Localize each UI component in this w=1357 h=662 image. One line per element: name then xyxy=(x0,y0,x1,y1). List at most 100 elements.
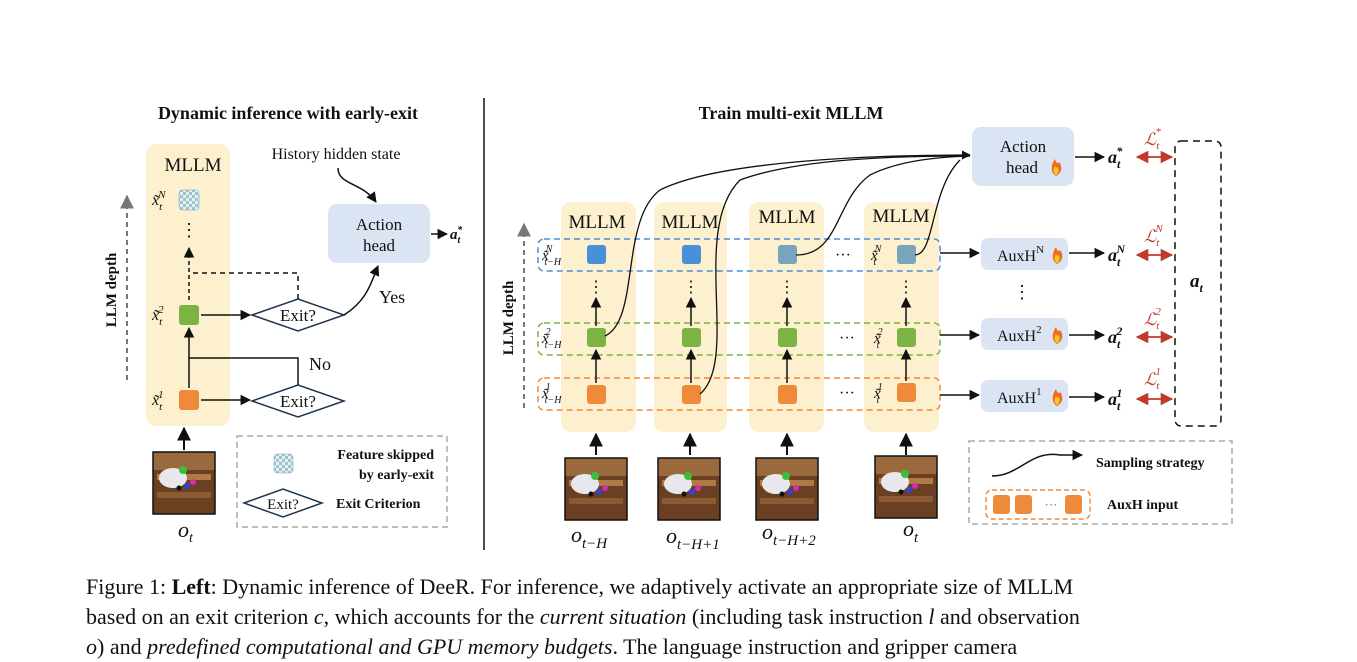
observation-label-left: ot xyxy=(178,517,194,546)
legend-skipped-square xyxy=(273,453,294,474)
legend-aux-square-3 xyxy=(1065,495,1082,514)
feature-label-2: x̃t2 xyxy=(151,304,164,328)
output-a-1: at1 xyxy=(1108,386,1122,413)
skipped-feature-square xyxy=(178,189,200,211)
caption-line-1: Figure 1: Left: Dynamic inference of Dee… xyxy=(86,574,1074,599)
feature-square-green xyxy=(179,305,199,325)
auxh-box-n xyxy=(981,238,1068,270)
observation-label-2: ot−H+1 xyxy=(666,523,720,553)
legend-box-left xyxy=(236,435,448,528)
observation-image-3 xyxy=(755,457,819,521)
target-box xyxy=(1174,140,1222,427)
feature-col4-n xyxy=(897,245,916,264)
action-head-right xyxy=(972,127,1074,186)
legend-skipped-line1: Feature skipped xyxy=(337,448,434,463)
legend-aux-label: AuxH input xyxy=(1107,498,1179,513)
legend-sampling-curve xyxy=(991,449,1084,477)
legend-sampling-label: Sampling strategy xyxy=(1096,456,1205,471)
loss-label-n: ℒtN xyxy=(1144,223,1163,249)
ellipsis-row-n: ··· xyxy=(835,247,851,264)
exit-upper-label: Exit? xyxy=(280,306,316,325)
feature-col3-1 xyxy=(778,385,797,404)
yes-label: Yes xyxy=(379,287,405,307)
ellipsis-row-1: ··· xyxy=(839,385,855,402)
level-row-2 xyxy=(537,322,941,356)
vdots-left: ⋮ xyxy=(180,220,198,240)
mllm-label-2: MLLM xyxy=(662,212,719,233)
mllm-column-4 xyxy=(864,202,939,432)
auxh-label-2: AuxH2 xyxy=(997,324,1042,345)
column-arrows xyxy=(590,296,912,383)
level-row-n xyxy=(537,238,941,272)
action-head-left xyxy=(328,204,430,263)
action-head-right-line2: head xyxy=(1006,158,1039,177)
output-a-star: at* xyxy=(1108,144,1123,171)
action-head-left-line1: Action xyxy=(356,215,403,234)
legend-exit-diamond xyxy=(241,488,325,518)
feature-col3-n xyxy=(778,245,797,264)
observation-image-2 xyxy=(657,457,721,521)
output-a-n: atN xyxy=(1108,242,1126,269)
vdots-col4: ⋮ xyxy=(898,279,914,296)
auxh-box-1 xyxy=(981,380,1068,412)
feature-col2-1 xyxy=(682,385,701,404)
mllm-label-3: MLLM xyxy=(759,207,816,228)
vdots-col1: ⋮ xyxy=(588,279,604,296)
mllm-column-left xyxy=(146,144,230,426)
mllm-label-1: MLLM xyxy=(569,212,626,233)
vdots-col3: ⋮ xyxy=(779,279,795,296)
figure-caption: Figure 1: Left: Dynamic inference of Dee… xyxy=(86,572,1286,662)
no-path xyxy=(189,357,299,385)
output-a-star-left: at* xyxy=(450,225,463,246)
feature-label-1: x̃t1 xyxy=(151,389,164,413)
target-label: at xyxy=(1190,271,1204,295)
loss-label-2: ℒt2 xyxy=(1144,306,1161,332)
depth-axis-right-label: LLM depth xyxy=(501,280,517,355)
vdots-auxh: ⋮ xyxy=(1013,282,1031,302)
no-label: No xyxy=(309,354,331,374)
left-panel-title: Dynamic inference with early-exit xyxy=(158,103,418,123)
observation-image-4 xyxy=(874,455,938,519)
caption-line-3: o) and predefined computational and GPU … xyxy=(86,634,1018,659)
legend-aux-square-1 xyxy=(993,495,1010,514)
exit-lower-label: Exit? xyxy=(280,392,316,411)
legend-skipped-line2: by early-exit xyxy=(359,468,434,483)
observation-label-3: ot−H+2 xyxy=(762,519,816,549)
obs-arrows-right xyxy=(589,432,913,455)
vdots-col2: ⋮ xyxy=(683,279,699,296)
legend-exit-shape-label: Exit? xyxy=(267,497,299,513)
action-head-left-line2: head xyxy=(363,236,396,255)
legend-box-right xyxy=(968,440,1233,525)
loss-label-1: ℒt1 xyxy=(1144,366,1161,392)
feature-col4-2 xyxy=(897,328,916,347)
feature-square-orange xyxy=(179,390,199,410)
auxh-label-n: AuxHN xyxy=(997,244,1044,265)
observation-label-4: ot xyxy=(903,516,919,546)
feature-col2-2 xyxy=(682,328,701,347)
legend-aux-dots: ··· xyxy=(1045,497,1058,512)
observation-image-left xyxy=(152,451,216,515)
sampling-curves xyxy=(604,150,971,395)
output-a-2: at2 xyxy=(1108,324,1122,351)
observation-image-1 xyxy=(564,457,628,521)
right-panel-title: Train multi-exit MLLM xyxy=(699,103,884,123)
legend-criterion-label: Exit Criterion xyxy=(336,497,421,512)
feature-col1-2 xyxy=(587,328,606,347)
mllm-label-4: MLLM xyxy=(873,206,930,227)
feature-col2-n xyxy=(682,245,701,264)
yes-curve xyxy=(343,265,380,316)
loss-label-star: ℒt* xyxy=(1144,126,1161,152)
ellipsis-row-2: ··· xyxy=(839,330,855,347)
feature-col4-1 xyxy=(897,383,916,402)
feature-col1-1 xyxy=(587,385,606,404)
history-label: History hidden state xyxy=(272,146,401,163)
caption-line-2: based on an exit criterion c, which acco… xyxy=(86,604,1080,629)
auxh-label-1: AuxH1 xyxy=(997,386,1042,407)
feature-col1-n xyxy=(587,245,606,264)
feature-col3-2 xyxy=(778,328,797,347)
